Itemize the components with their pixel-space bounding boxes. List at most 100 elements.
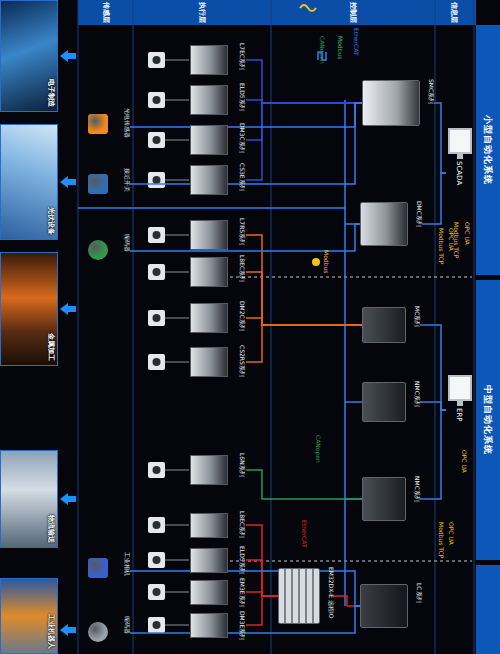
node-label: ELD5系列 <box>238 83 245 111</box>
column-divider <box>435 0 436 654</box>
drive-body <box>190 45 228 75</box>
motor-shaft <box>153 96 161 104</box>
application-photo: 工业机器人 <box>0 578 58 654</box>
controller-body <box>362 307 406 343</box>
node-label: L7RS系列 <box>238 218 245 245</box>
bus-line <box>420 325 446 410</box>
node-label: NMC系列 <box>413 381 420 407</box>
motor-cable <box>165 560 189 561</box>
controller-body <box>360 202 408 246</box>
monitor-terminal: SCADA <box>446 128 474 218</box>
application-arrow <box>60 50 76 62</box>
bus-line <box>130 606 360 633</box>
controller-body <box>360 584 408 628</box>
monitor-screen <box>448 128 472 154</box>
drive-body <box>190 580 228 605</box>
system-title: 中型自动化系统 <box>483 385 493 455</box>
motor-cable <box>165 60 189 61</box>
system-band: 中型自动化系统 <box>476 280 500 560</box>
motor-shaft <box>153 231 161 239</box>
node-label: DM2C系列 <box>238 301 245 331</box>
node-label: ERP <box>455 408 463 422</box>
motion-controller: EM32DX-E 远程IO <box>278 566 334 626</box>
motor-cable <box>165 625 189 626</box>
motor-cable <box>165 235 189 236</box>
bus-line <box>420 410 446 499</box>
servo-drive: DM3E系列 <box>188 610 246 641</box>
servo-drive: CS2RS系列 <box>188 344 246 380</box>
motor-cable <box>165 272 189 273</box>
application-arrow <box>60 624 76 636</box>
separator-line <box>200 277 472 561</box>
protocol-label: OPC UA <box>460 450 467 473</box>
sensor-device: 编码器 <box>86 234 130 268</box>
servo-drive: DM2C系列 <box>188 300 246 336</box>
protocol-label: Modbus TCP <box>437 522 444 558</box>
servo-drive: ELD5系列 <box>188 82 246 118</box>
controller-body <box>362 477 406 521</box>
servo-drive: L8EC系列 <box>188 254 246 290</box>
node-label: L8EC系列 <box>238 511 245 538</box>
bus-line <box>246 235 362 325</box>
sensor-device: 接近开关 <box>86 168 130 200</box>
bus-line <box>246 596 278 625</box>
bus-line <box>434 103 446 173</box>
node-label: 工业机器人 <box>47 614 55 649</box>
sensor-symbol <box>88 240 108 260</box>
servo-motor <box>148 92 165 108</box>
protocol-label: OPC UA <box>447 522 454 545</box>
bus-line <box>246 103 362 180</box>
protocol-label: OPC UA <box>463 222 470 245</box>
servo-motor <box>148 462 165 478</box>
bus-logo <box>300 5 326 266</box>
motion-controller: SMC系列 <box>362 78 434 128</box>
node-label: 电子制造 <box>47 79 55 107</box>
drive-body <box>190 303 228 333</box>
node-label: 接近开关 <box>123 168 130 192</box>
bus-line <box>422 173 446 224</box>
layer-header: 执行层 <box>134 0 270 25</box>
system-band: 小型自动化系统 <box>476 25 500 275</box>
servo-drive: DM3C系列 <box>188 122 246 158</box>
protocol-label: Modbus <box>322 250 329 273</box>
servo-drive: ELD5系列 <box>188 545 246 576</box>
sensor-symbol <box>88 114 108 134</box>
application-photo: 电子制造 <box>0 0 58 112</box>
node-label: L8EC系列 <box>238 255 245 282</box>
bus-line <box>246 103 362 140</box>
layer-header: 控制层 <box>272 0 434 25</box>
servo-drive: CS3E系列 <box>188 162 246 198</box>
application-photo: 金属加工 <box>0 252 58 366</box>
servo-drive: L7EC系列 <box>188 42 246 78</box>
motor-cable <box>165 362 189 363</box>
motor-shaft <box>153 176 161 184</box>
trunk-line <box>344 100 346 606</box>
servo-motor <box>148 584 165 600</box>
application-arrow <box>60 303 76 315</box>
node-label: DMC系列 <box>415 201 422 227</box>
protocol-label: Modbus <box>336 36 343 59</box>
motor-shaft <box>153 521 161 529</box>
layer-title: 信息层 <box>450 2 458 23</box>
sensor-device: 编码器 <box>86 616 130 650</box>
system-band <box>476 565 500 654</box>
bus-line <box>246 470 362 499</box>
node-label: 光伏设备 <box>47 207 55 235</box>
layer-header: 传感层 <box>80 0 132 25</box>
node-label: 光电传感器 <box>123 108 130 138</box>
servo-motor <box>148 617 165 633</box>
bus-line <box>130 571 360 606</box>
layer-title: 执行层 <box>198 2 206 23</box>
servo-drive: L8EC系列 <box>188 510 246 541</box>
trunk-line <box>78 207 345 209</box>
bus-line <box>246 272 362 325</box>
protocol-label: EtherCAT <box>300 520 307 548</box>
node-label: L6N系列 <box>238 453 245 477</box>
motion-controller: NMC系列 <box>362 475 420 523</box>
monitor-terminal: ERP <box>446 375 474 445</box>
monitor-stand <box>457 154 463 159</box>
motion-controller: DMC系列 <box>360 200 422 248</box>
system-band <box>476 565 500 654</box>
